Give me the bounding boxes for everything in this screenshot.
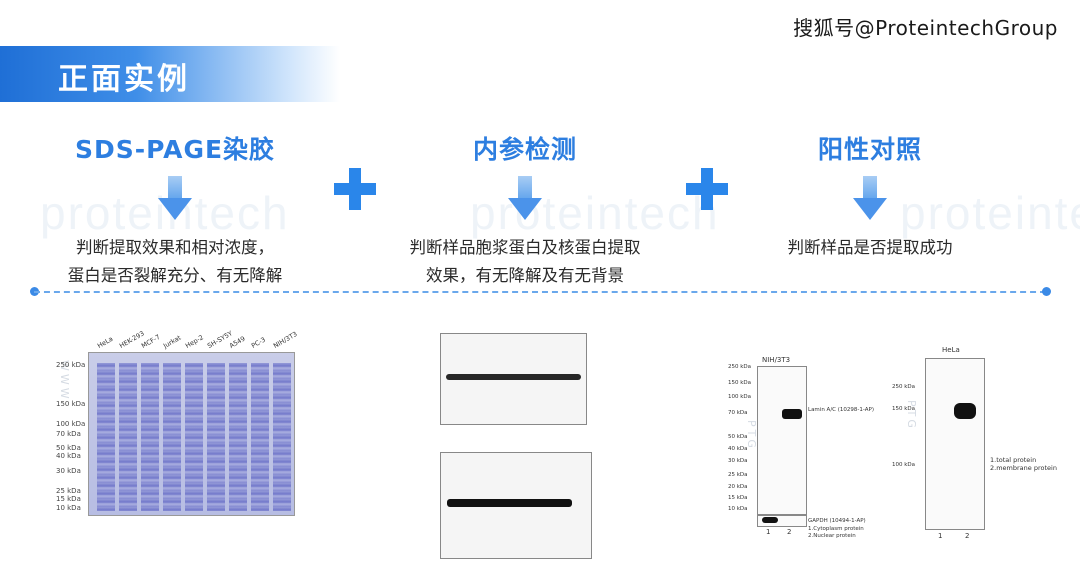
legend-line: 1.Cytoplasm protein [808,526,864,532]
bg-logo: proteintech [900,187,1080,239]
blot-ladder-label: 25 kDa [728,472,748,478]
target-label: Lamin A/C (10298-1-AP) [808,407,874,413]
blot-ladder-label: 250 kDa [728,364,752,370]
column-desc: 判断提取效果和相对浓度， 蛋白是否裂解充分、有无降解 [30,234,320,290]
gel-lane-label: NIH/3T3 [272,330,299,350]
western-blot-gapdh [757,515,807,527]
gel-ladder-label: 250 kDa [56,361,86,369]
blot-ladder-label: 20 kDa [728,484,748,490]
down-arrow-icon [853,176,887,220]
plus-icon [686,168,728,210]
column-heading: SDS-PAGE染胶 [74,135,276,164]
gel-ladder-label: 15 kDa [56,495,81,503]
blot-ladder-label: 150 kDa [728,380,752,386]
gel-lane [207,363,225,511]
gel-lane [251,363,269,511]
gel-lane-label: PC-3 [250,335,267,350]
blot-ladder-label: 250 kDa [892,384,916,390]
gel-ladder-label: 30 kDa [56,467,81,475]
gel-lane [97,363,115,511]
western-blot-cytoplasm [440,333,587,425]
plus-icon [334,168,376,210]
gel-ladder-label: 25 kDa [56,487,81,495]
blot-ladder-label: 30 kDa [728,458,748,464]
blot-band [762,517,778,523]
gel-ladder-label: 10 kDa [56,504,81,512]
down-arrow-icon [158,176,192,220]
blot-ladder-label: 15 kDa [728,495,748,501]
lane-number: 2 [787,528,792,536]
gel-lane-label: Hep-2 [184,333,205,350]
gel-ladder-label: 50 kDa [56,444,81,452]
blot-cell-label: NIH/3T3 [762,356,791,364]
blot-band [954,403,976,419]
desc-line: 效果，有无降解及有无背景 [426,266,624,285]
blot-band [782,409,802,419]
side-watermark: WWW [58,360,71,402]
desc-line: 判断样品是否提取成功 [787,238,953,257]
column-heading: 内参检测 [472,135,577,164]
side-watermark: PTG [905,400,918,431]
gel-lane [119,363,137,511]
blot-cell-label: HeLa [942,346,960,354]
desc-line: 判断样品胞浆蛋白及核蛋白提取 [409,238,641,257]
gel-lane [273,363,291,511]
gel-ladder-label: 70 kDa [56,430,81,438]
gel-lane [141,363,159,511]
column-sds-page: SDS-PAGE染胶 判断提取效果和相对浓度， 蛋白是否裂解充分、有无降解 [30,130,320,290]
gel-lane [185,363,203,511]
blot-band [446,374,581,380]
western-blot-nuclear [440,452,592,559]
lane-number: 1 [766,528,771,536]
gel-lane [163,363,181,511]
gel-lane-label: HeLa [96,334,115,350]
gel-lane-label: Jurkat [162,333,183,350]
gel-lane [229,363,247,511]
blot-ladder-label: 40 kDa [728,446,748,452]
legend-line: 2.membrane protein [990,464,1057,472]
divider-dot [1042,287,1051,296]
page-title: 正面实例 [58,62,190,97]
blot-band [447,499,572,507]
blot-ladder-label: 100 kDa [728,394,752,400]
desc-line: 判断提取效果和相对浓度， [76,238,274,257]
gel-ladder-label: 150 kDa [56,400,86,408]
blot-ladder-label: 100 kDa [892,462,916,468]
lane-number: 1 [938,532,943,540]
control-label: GAPDH (10494-1-AP) [808,518,866,524]
desc-line: 蛋白是否裂解充分、有无降解 [67,266,283,285]
column-desc: 判断样品是否提取成功 [740,234,1000,262]
down-arrow-icon [508,176,542,220]
sds-page-gel-image [88,352,295,516]
western-blot-membrane [925,358,985,530]
legend-line: 2.Nuclear protein [808,533,856,539]
column-desc: 判断样品胞浆蛋白及核蛋白提取 效果，有无降解及有无背景 [385,234,665,290]
gel-ladder-label: 40 kDa [56,452,81,460]
column-heading: 阳性对照 [817,135,922,164]
blot-ladder-label: 70 kDa [728,410,748,416]
blot-ladder-label: 10 kDa [728,506,748,512]
column-internal-control: 内参检测 判断样品胞浆蛋白及核蛋白提取 效果，有无降解及有无背景 [385,130,665,290]
side-watermark: PTG [745,420,758,451]
gel-ladder-label: 100 kDa [56,420,86,428]
title-banner: 正面实例 [0,46,340,102]
legend-line: 1.total protein [990,456,1037,464]
lane-number: 2 [965,532,970,540]
blot-ladder-label: 50 kDa [728,434,748,440]
western-blot-lamin [757,366,807,515]
blot-ladder-label: 150 kDa [892,406,916,412]
column-positive-control: 阳性对照 判断样品是否提取成功 [740,130,1000,262]
watermark-text: 搜狐号@ProteintechGroup [793,16,1058,40]
dashed-divider [34,291,1046,293]
